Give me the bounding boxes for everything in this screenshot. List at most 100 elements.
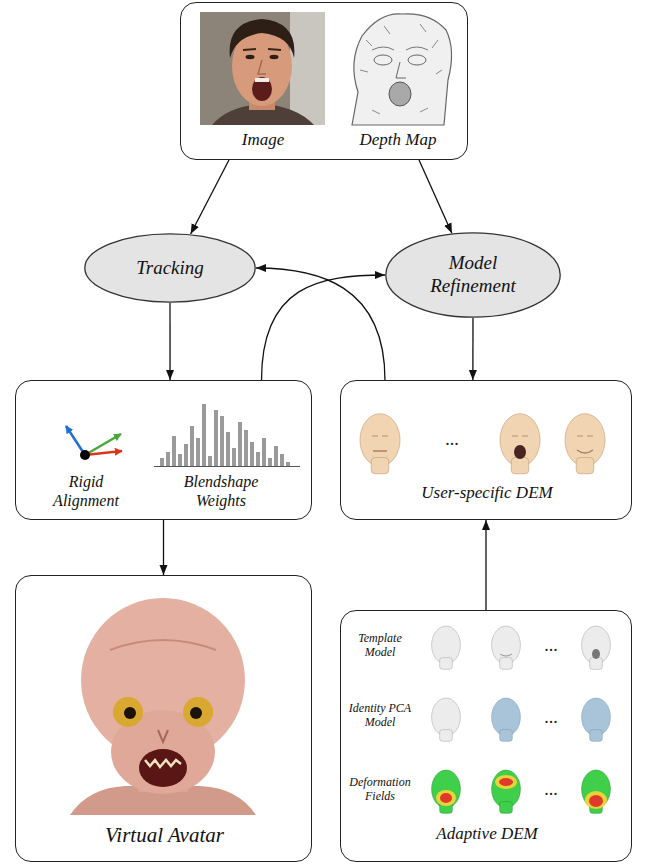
user-face-models-part (373, 450, 387, 452)
face-photo (200, 12, 325, 125)
face-photo-part (230, 19, 295, 58)
deformation-faces-part (495, 775, 517, 789)
alien-avatar-part (124, 707, 136, 719)
node-label: Virtual Avatar (56, 823, 273, 848)
alien-avatar-part (113, 697, 143, 727)
flow-arrow (256, 268, 385, 380)
weight-histogram-part (286, 462, 290, 466)
template-faces-part (582, 626, 611, 669)
depth-map-part (408, 55, 426, 65)
node-label: Adaptive DEM (381, 824, 593, 844)
weight-histogram-part (226, 432, 230, 466)
flow-arrow (472, 318, 473, 380)
weight-histogram-part (280, 454, 284, 466)
weight-histogram-part (244, 430, 248, 466)
face-photo-part (255, 78, 269, 82)
node-label: Image (223, 130, 303, 150)
deformation-faces (432, 770, 611, 813)
weight-histogram-part (262, 438, 266, 466)
weight-histogram-part (232, 448, 236, 466)
flow-arrow (191, 160, 229, 234)
alien-avatar (70, 598, 256, 815)
deformation-faces-part (499, 778, 513, 786)
ellipsis-mark: ... (536, 780, 566, 798)
user-face-models-part (577, 450, 593, 453)
identity-faces (432, 698, 611, 741)
template-faces (432, 626, 611, 669)
identity-faces-part (582, 698, 611, 741)
face-photo-part (270, 55, 279, 59)
deformation-faces-part (589, 795, 603, 807)
node-label: Identity PCA Model (347, 701, 413, 730)
node-label: Template Model (347, 631, 413, 660)
weight-histogram-part (220, 416, 224, 466)
weight-histogram-part (190, 426, 194, 466)
user-face-models-part (500, 414, 540, 474)
weight-histogram-part (256, 452, 260, 466)
weight-histogram-part (154, 466, 300, 467)
deformation-faces-part (440, 793, 452, 803)
adaptive-model-box: Template ModelIdentity PCA ModelDeformat… (340, 610, 632, 862)
ellipsis-mark: ... (437, 430, 467, 448)
flow-arrow (262, 275, 385, 380)
alien-avatar-part (158, 730, 168, 742)
rigid-axes-part (85, 451, 122, 455)
weight-histogram-part (160, 458, 164, 466)
depth-map-part (374, 55, 392, 65)
face-photo-part (200, 12, 325, 125)
node-label: Rigid Alignment (41, 472, 131, 510)
depth-map-part (360, 24, 442, 114)
template-faces-part (492, 626, 521, 669)
template-faces-part (592, 649, 600, 659)
alien-avatar-part (110, 640, 216, 650)
identity-faces-part (432, 698, 461, 741)
weight-histogram-part (250, 442, 254, 466)
rigid-axes-part (66, 426, 85, 455)
ellipse-shape (386, 233, 560, 317)
model-box: User-specific DEM (340, 380, 632, 520)
weight-histogram-part (238, 422, 242, 466)
alien-avatar-part (183, 697, 213, 727)
node-label: Tracking (136, 257, 204, 280)
weight-histogram-part (274, 446, 278, 466)
alien-avatar-part (145, 760, 181, 767)
face-photo-part (258, 60, 266, 74)
weight-histogram-part (202, 404, 206, 466)
ellipse-shape (85, 234, 255, 302)
depth-map-part (396, 62, 406, 78)
rigid-axes-part (80, 450, 90, 460)
deformation-faces-part (582, 770, 611, 813)
flow-arrow (485, 520, 486, 610)
tracking-output-box: Rigid Alignment Blendshape Weights (15, 380, 312, 520)
weight-histogram-part (184, 444, 188, 466)
deformation-faces-part (492, 770, 521, 813)
process-ellipse: Tracking (84, 233, 256, 303)
avatar-box: Virtual Avatar (15, 575, 312, 862)
depth-map-part (372, 47, 428, 50)
node-label: Deformation Fields (347, 775, 413, 804)
user-face-models-part (565, 414, 605, 474)
weight-histogram-part (178, 454, 182, 466)
template-faces-part (432, 626, 461, 669)
node-label: Blendshape Weights (166, 472, 276, 510)
deformation-faces-part (585, 791, 607, 809)
weight-histogram-part (172, 436, 176, 466)
user-face-models-part (514, 445, 526, 459)
rigid-axes (66, 426, 122, 460)
user-face-models-part (372, 435, 593, 436)
ellipsis-mark: ... (536, 708, 566, 726)
identity-faces-part (492, 698, 521, 741)
alien-avatar-part (139, 749, 187, 787)
process-ellipse: Model Refinement (385, 232, 561, 318)
node-label: User-specific DEM (381, 483, 593, 503)
depth-map-part (389, 82, 411, 106)
face-photo-part (252, 77, 272, 101)
weight-histogram-part (214, 410, 218, 466)
template-faces-part (500, 654, 512, 656)
depth-map-part (352, 14, 452, 125)
user-face-models (360, 414, 605, 474)
weight-histogram-part (208, 456, 212, 466)
